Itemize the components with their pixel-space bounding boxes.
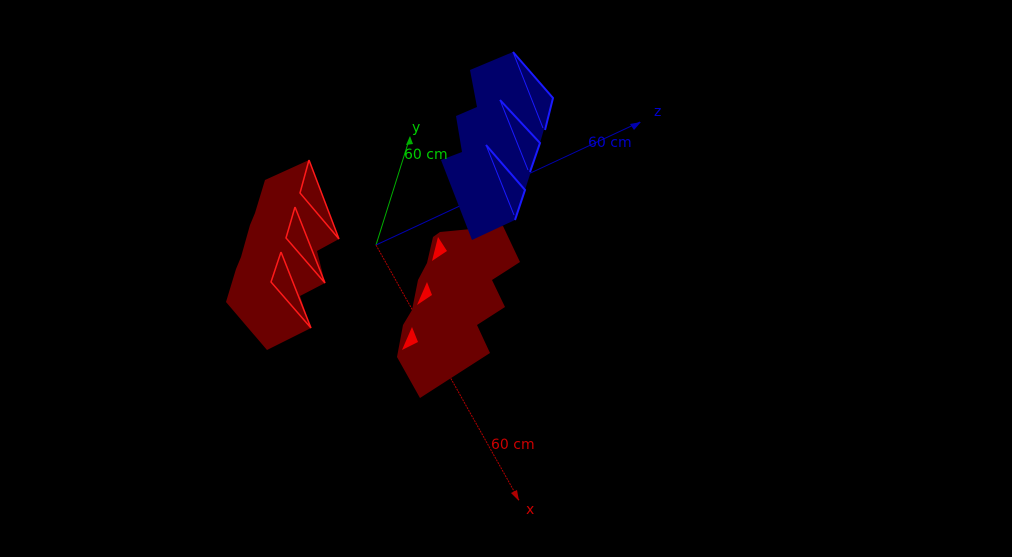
x-axis-label: x: [526, 502, 534, 518]
y-axis-label: y: [412, 120, 420, 136]
y-axis-arrow: [406, 136, 413, 145]
red-part-left[interactable]: [226, 159, 340, 350]
z-axis-label: z: [654, 104, 661, 120]
x-axis: [375, 244, 520, 501]
y-axis-length-label: 60 cm: [404, 147, 448, 163]
z-axis-length-label: 60 cm: [588, 135, 632, 151]
x-axis-length-label: 60 cm: [491, 437, 535, 453]
z-axis-arrow: [630, 122, 641, 130]
red-part-right[interactable]: [397, 226, 520, 398]
y-axis: [375, 136, 411, 246]
blue-part[interactable]: [441, 51, 555, 240]
x-axis-arrow: [511, 490, 519, 501]
